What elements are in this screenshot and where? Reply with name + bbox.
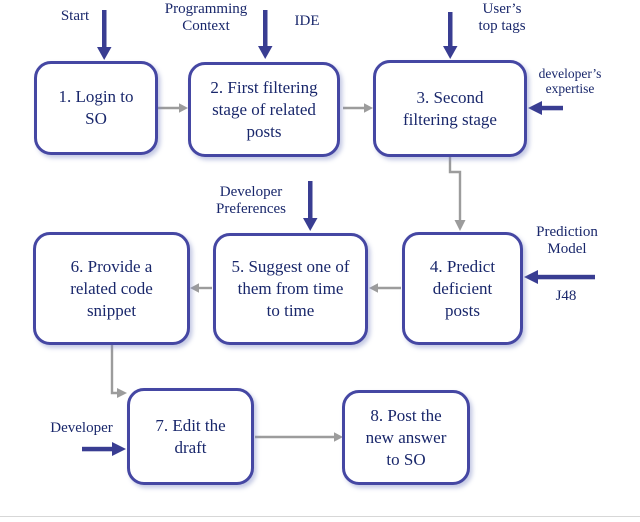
label-developer: Developer <box>50 420 113 436</box>
developers-expertise-arrow-left-icon <box>528 101 563 115</box>
label-developers-expertise: developer’s expertise <box>538 66 602 96</box>
connector-box5-box6-head-icon <box>190 283 199 293</box>
connector-box3-box4 <box>448 157 462 221</box>
connector-box2-box3-head-icon <box>364 103 373 113</box>
programming-context-arrow-down-icon <box>258 10 273 59</box>
connector-box6-box7 <box>110 345 118 395</box>
flow-box-2-first-filtering: 2. First filtering stage of related post… <box>188 62 340 157</box>
connector-box6-box7-head-icon <box>117 388 127 398</box>
developer-preferences-arrow-down-icon <box>303 181 318 231</box>
label-prediction-model: Prediction Model <box>536 224 598 257</box>
start-arrow-down-icon <box>97 10 112 60</box>
flow-box-4-predict-deficient: 4. Predict deficient posts <box>402 232 523 345</box>
flow-box-8-post-answer: 8. Post the new answer to SO <box>342 390 470 485</box>
flow-box-5-suggest: 5. Suggest one of them from time to time <box>213 233 368 345</box>
connector-box1-box2-head-icon <box>179 103 188 113</box>
flow-box-1-login-so: 1. Login to SO <box>34 61 158 155</box>
flow-box-7-edit-draft: 7. Edit the draft <box>127 388 254 485</box>
connector-box7-box8-head-icon <box>334 432 343 442</box>
label-ide: IDE <box>294 13 320 29</box>
label-start: Start <box>60 8 90 24</box>
label-programming-context: Programming Context <box>164 1 248 34</box>
prediction-model-arrow-left-icon <box>524 270 595 284</box>
label-j48: J48 <box>555 288 577 304</box>
bottom-divider <box>0 516 640 517</box>
flow-box-3-second-filtering: 3. Second filtering stage <box>373 60 527 157</box>
flow-box-6-code-snippet: 6. Provide a related code snippet <box>33 232 190 345</box>
connector-box3-box4-head-icon <box>454 220 466 231</box>
users-top-tags-arrow-down-icon <box>443 12 458 59</box>
connector-box4-box5-head-icon <box>369 283 378 293</box>
label-users-top-tags: User’s top tags <box>478 1 526 34</box>
label-developer-preferences: Developer Preferences <box>216 184 286 217</box>
developer-arrow-right-icon <box>82 442 126 456</box>
